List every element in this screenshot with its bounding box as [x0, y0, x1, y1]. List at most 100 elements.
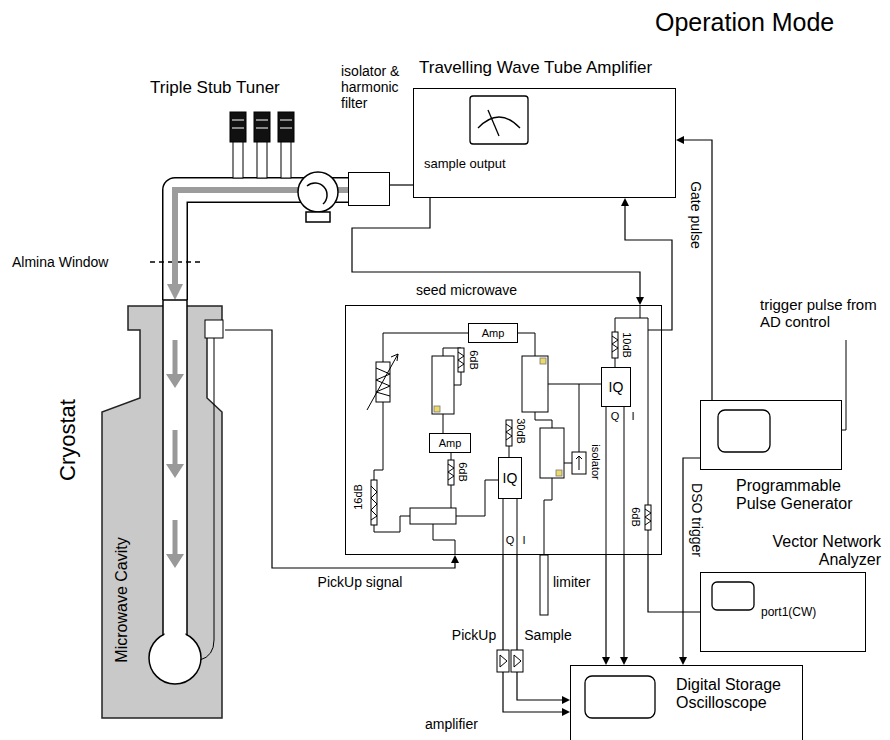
pulse-generator-box: Programmable Pulse Generator	[700, 400, 842, 470]
attenuation-value: 6dB	[630, 507, 643, 527]
coupler-marker	[540, 358, 546, 364]
circuit-component	[376, 356, 586, 672]
stub-tuner	[254, 112, 270, 142]
circuit-component	[522, 356, 548, 412]
connector-label: PickUp signal	[316, 574, 405, 590]
box-heading: Programmable Pulse Generator	[736, 477, 881, 514]
circulator	[307, 183, 327, 204]
screen-icon	[712, 582, 754, 610]
component-label: isolator	[590, 444, 603, 479]
connector-label: DSO trigger	[689, 481, 705, 559]
stub-tuner	[233, 140, 243, 178]
box-heading: Cryostat	[55, 399, 80, 481]
circuit-component	[410, 508, 456, 524]
attenuation-value: 16dB	[352, 484, 365, 510]
circuit-wire	[374, 305, 662, 555]
oscilloscope-box: Digital Storage Oscilloscope	[570, 665, 803, 740]
box-heading: Digital Storage Oscilloscope	[676, 676, 798, 713]
signal-name: I	[631, 410, 634, 423]
signal-connector	[390, 184, 413, 185]
stub-tuner	[232, 120, 292, 128]
component-label: Almina Window	[12, 254, 108, 270]
leader-line	[842, 340, 846, 430]
circulator	[298, 172, 338, 222]
circuit-component	[540, 428, 564, 478]
connector-label: Sample	[522, 627, 573, 643]
stub-tuner	[278, 112, 294, 142]
stub-tuner	[281, 140, 291, 178]
symbol-arrow	[500, 655, 521, 667]
flow-arrow	[166, 374, 184, 568]
circuit-component	[540, 555, 548, 615]
attenuation-value: 10dB	[621, 332, 634, 358]
stub-tuner	[230, 112, 294, 178]
coupler-marker	[434, 406, 440, 412]
symbol-arrow	[576, 456, 582, 470]
note-label: trigger pulse from AD control	[760, 296, 880, 331]
pickup-line	[200, 338, 214, 660]
connector-label: PickUp	[450, 627, 498, 643]
iq-mixer-block: IQ	[498, 457, 522, 499]
screen-icon	[718, 410, 770, 452]
meter-icon	[488, 110, 499, 136]
connector-label: Gate pulse	[688, 179, 704, 251]
flow-arrow	[173, 340, 178, 556]
amplifier-block: Amp	[468, 323, 518, 343]
signal-connector	[684, 140, 712, 400]
component-label: Triple Stub Tuner	[150, 78, 280, 98]
signal-name: I	[522, 534, 525, 547]
attenuation-value: 6dB	[468, 350, 481, 370]
signal-connector	[623, 555, 624, 657]
network-analyzer-box: Vector Network Analyzerport1(CW)	[700, 572, 866, 652]
resistor-symbol	[371, 332, 651, 530]
outline-drawing	[50, 300, 225, 725]
circuit-component	[432, 356, 454, 414]
box-heading: isolator & harmonic filter	[341, 63, 421, 111]
signal-connector	[648, 555, 700, 612]
signal-connector	[625, 206, 672, 330]
cryostat: CryostatMicrowave Cavity	[50, 300, 225, 725]
screen-icon	[585, 410, 770, 718]
leader-line	[842, 340, 846, 430]
attenuation-value: 30dB	[515, 418, 528, 444]
signal-connector	[225, 330, 455, 568]
cryostat-vessel	[102, 306, 222, 718]
meter-icon	[470, 96, 528, 144]
port-label: sample output	[424, 157, 506, 172]
attenuation-value: 6dB	[457, 462, 470, 482]
signal-name: Q	[611, 410, 620, 423]
cavity-joint	[165, 625, 186, 641]
box-heading: seed microwave	[416, 282, 576, 298]
component-label: amplifier	[425, 716, 478, 732]
component-label: limiter	[553, 574, 590, 590]
block-label: Amp	[439, 437, 462, 450]
pickup-port	[205, 320, 223, 338]
signal-name: Q	[506, 534, 515, 547]
coupler-marker	[556, 470, 562, 476]
meter-icon	[478, 117, 520, 128]
iq-mixer-block: IQ	[601, 367, 631, 407]
stub-tuner	[257, 140, 267, 178]
seed-circuit-box: seed microwaveAmpAmpIQIQ	[345, 305, 662, 555]
box-heading: Travelling Wave Tube Amplifier	[419, 58, 681, 78]
cavity-tube	[163, 300, 187, 635]
circulator	[298, 172, 338, 212]
screen-icon	[585, 676, 655, 718]
amplifier-block: Amp	[429, 433, 471, 453]
signal-connector	[605, 555, 606, 657]
meter-icon	[470, 96, 528, 144]
resistor-symbol	[371, 336, 651, 525]
symbol-arrow	[367, 354, 582, 667]
circuit-component	[572, 452, 586, 474]
circulator	[306, 212, 330, 222]
part-label: Microwave Cavity	[113, 537, 131, 662]
isolator-filter-box: isolator & harmonic filter	[348, 172, 390, 206]
diagram-title: Operation Mode	[655, 8, 834, 37]
block-label: IQ	[503, 470, 518, 486]
block-label: IQ	[609, 379, 624, 395]
amplifier-box: Travelling Wave Tube Amplifiersample out…	[413, 88, 676, 198]
stub-tuner	[230, 112, 246, 142]
block-label: Amp	[482, 327, 505, 340]
